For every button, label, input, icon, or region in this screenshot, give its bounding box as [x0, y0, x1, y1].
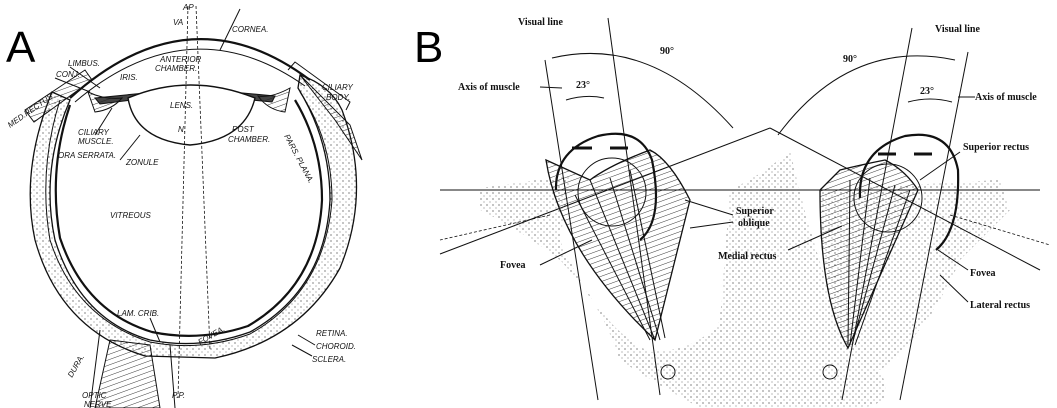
label-zonule: ZONULE	[125, 158, 159, 167]
label-post-1: POST	[232, 125, 255, 134]
label-va: VA	[173, 18, 183, 27]
label-ciliary-muscle-2: MUSCLE.	[78, 137, 114, 146]
label-dura: DURA.	[66, 353, 86, 379]
label-limbus: LIMBUS.	[68, 59, 100, 68]
label-pars-plana: PARS. PLANA.	[282, 133, 315, 185]
label-fovea-right: Fovea	[970, 268, 996, 279]
label-lam-crib: LAM. CRIB.	[117, 309, 159, 318]
label-sclera: SCLERA.	[312, 355, 346, 364]
label-superior-oblique-2: oblique	[738, 218, 770, 229]
label-ap: AP	[182, 3, 194, 12]
panel-b-letter: B	[414, 23, 443, 72]
ciliary-body-left	[88, 92, 122, 112]
right-23-arc	[908, 99, 952, 102]
label-axis-muscle-left: Axis of muscle	[458, 82, 520, 93]
label-fovea-left: Fovea	[500, 260, 526, 271]
label-cornea: CORNEA.	[232, 25, 268, 34]
label-post-2: CHAMBER.	[228, 135, 270, 144]
panel-b: B	[414, 17, 1050, 408]
label-90-left: 90°	[660, 46, 674, 57]
label-ora-serrata: ORA SERRATA.	[58, 151, 116, 160]
label-superior-rectus: Superior rectus	[963, 142, 1029, 153]
label-axis-muscle-right: Axis of muscle	[975, 92, 1037, 103]
label-optic-2: NERVE	[84, 400, 112, 408]
label-ciliary-body-1: CILIARY	[322, 83, 353, 92]
panel-a-letter: A	[6, 23, 36, 72]
label-conj: CONJ.	[56, 70, 80, 79]
label-ciliary-muscle-1: CILIARY	[78, 128, 109, 137]
label-ciliary-body-2: BODY.	[326, 93, 350, 102]
left-muscle-cone	[546, 150, 690, 340]
label-iris: IRIS.	[120, 73, 138, 82]
label-vitreous: VITREOUS	[110, 211, 152, 220]
label-anterior-2: CHAMBER.	[155, 64, 197, 73]
label-retina: RETINA.	[316, 329, 348, 338]
left-23-arc	[566, 96, 604, 100]
label-anterior-1: ANTERIOR	[159, 55, 202, 64]
label-pp: P.P.	[172, 391, 185, 400]
label-lens: LENS.	[170, 101, 193, 110]
label-lateral-rectus: Lateral rectus	[970, 300, 1030, 311]
label-90-right: 90°	[843, 54, 857, 65]
label-23-right: 23°	[920, 86, 934, 97]
label-visual-line-left: Visual line	[518, 17, 563, 28]
label-optic-1: OPTIC	[82, 391, 107, 400]
label-23-left: 23°	[576, 80, 590, 91]
label-n: N.	[178, 125, 186, 134]
label-superior-oblique-1: Superior	[736, 206, 774, 217]
label-choroid: CHOROID.	[316, 342, 356, 351]
label-visual-line-right: Visual line	[935, 24, 980, 35]
panel-a: A	[6, 3, 362, 408]
ciliary-body-right	[258, 88, 290, 112]
label-medial-rectus: Medial rectus	[718, 251, 777, 262]
